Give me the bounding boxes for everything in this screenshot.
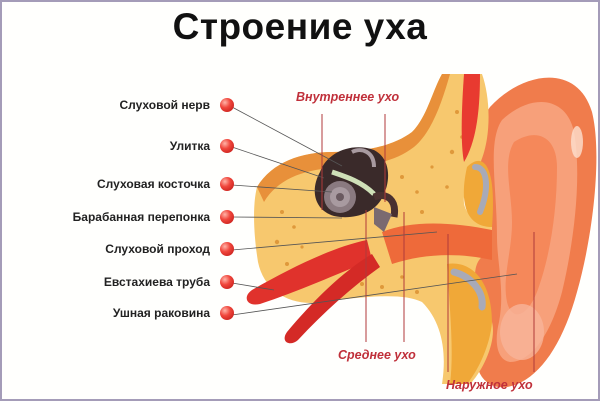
label-auditory-nerve: Слуховой нерв xyxy=(119,98,210,112)
label-ear-canal: Слуховой проход xyxy=(105,242,210,256)
marker-ear-canal xyxy=(220,242,234,256)
marker-auditory-nerve xyxy=(220,98,234,112)
marker-eustachian-tube xyxy=(220,275,234,289)
region-label-outer-ear: Наружное ухо xyxy=(446,378,533,392)
page-title: Строение уха xyxy=(172,6,428,47)
marker-cochlea xyxy=(220,139,234,153)
region-divider-lines xyxy=(321,114,535,372)
marker-auditory-ossicle xyxy=(220,177,234,191)
marker-eardrum xyxy=(220,210,234,224)
label-auditory-ossicle: Слуховая косточка xyxy=(97,177,210,191)
label-eustachian-tube: Евстахиева труба xyxy=(103,275,210,289)
temporal-bone-shape xyxy=(254,74,493,384)
region-label-inner-ear: Внутреннее ухо xyxy=(296,90,400,104)
region-label-middle-ear: Среднее ухо xyxy=(338,348,416,362)
label-auricle: Ушная раковина xyxy=(112,306,210,320)
label-cochlea: Улитка xyxy=(169,139,210,153)
cochlea-shape xyxy=(314,147,399,232)
leader-lines xyxy=(231,106,518,316)
marker-auricle xyxy=(220,306,234,320)
eustachian-tube-shape xyxy=(246,240,380,344)
label-eardrum: Барабанная перепонка xyxy=(72,210,210,224)
